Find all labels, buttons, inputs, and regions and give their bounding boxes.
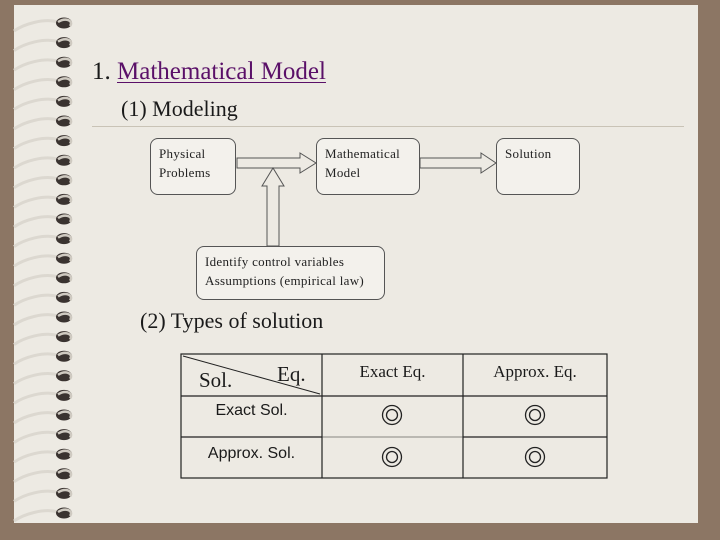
spiral-ring: [14, 390, 72, 404]
spiral-ring: [14, 194, 72, 208]
col-header-exact-eq: Exact Eq.: [322, 362, 463, 382]
spiral-ring: [14, 272, 72, 286]
spiral-ring: [14, 76, 72, 90]
spiral-ring: [14, 135, 72, 149]
spiral-ring: [14, 116, 72, 130]
spiral-ring: [14, 57, 72, 70]
double-circle-icon: [524, 404, 546, 426]
spiral-ring: [14, 155, 72, 169]
double-circle-icon: [381, 446, 403, 468]
title-link[interactable]: Mathematical Model: [117, 58, 326, 85]
col-header-approx-eq: Approx. Eq.: [463, 362, 607, 382]
spiral-ring: [14, 96, 72, 110]
spiral-ring: [14, 508, 72, 522]
divider-line: [92, 126, 684, 127]
title-number: 1.: [92, 58, 111, 85]
slide-title: 1. Mathematical Model: [92, 58, 326, 86]
spiral-ring: [14, 253, 72, 267]
spiral-ring: [14, 351, 72, 365]
box-physical-problems: Physical Problems: [150, 138, 236, 195]
box-identify-line2: Assumptions (empirical law): [205, 271, 376, 290]
row-header-exact-sol: Exact Sol.: [181, 402, 322, 420]
spiral-ring: [14, 449, 72, 463]
spiral-ring: [14, 174, 72, 188]
box-identify-assumptions: Identify control variables Assumptions (…: [196, 246, 385, 300]
box-math-line1: Mathematical: [325, 144, 411, 163]
spiral-binding: [0, 0, 90, 540]
section-types-heading: (2) Types of solution: [140, 308, 323, 334]
table-corner-sol: Sol.: [199, 368, 232, 393]
row-header-approx-sol: Approx. Sol.: [181, 445, 322, 463]
spiral-ring: [14, 410, 72, 424]
spiral-ring: [14, 37, 72, 51]
box-mathematical-model: Mathematical Model: [316, 138, 420, 195]
double-circle-icon: [524, 446, 546, 468]
box-physical-line2: Problems: [159, 163, 227, 182]
double-circle-icon: [381, 404, 403, 426]
box-physical-line1: Physical: [159, 144, 227, 163]
spiral-ring: [14, 292, 72, 306]
box-solution: Solution: [496, 138, 580, 195]
spiral-ring: [14, 488, 72, 502]
spiral-ring: [14, 429, 72, 443]
spiral-ring: [14, 370, 72, 384]
box-solution-label: Solution: [505, 144, 571, 163]
box-math-line2: Model: [325, 163, 411, 182]
spiral-ring: [14, 18, 72, 32]
section-modeling-heading: (1) Modeling: [121, 96, 238, 122]
spiral-ring: [14, 233, 72, 247]
spiral-ring: [14, 331, 72, 345]
box-identify-line1: Identify control variables: [205, 252, 376, 271]
spiral-ring: [14, 312, 72, 326]
spiral-ring: [14, 214, 72, 228]
spiral-ring: [14, 468, 72, 482]
table-corner-eq: Eq.: [277, 362, 306, 387]
